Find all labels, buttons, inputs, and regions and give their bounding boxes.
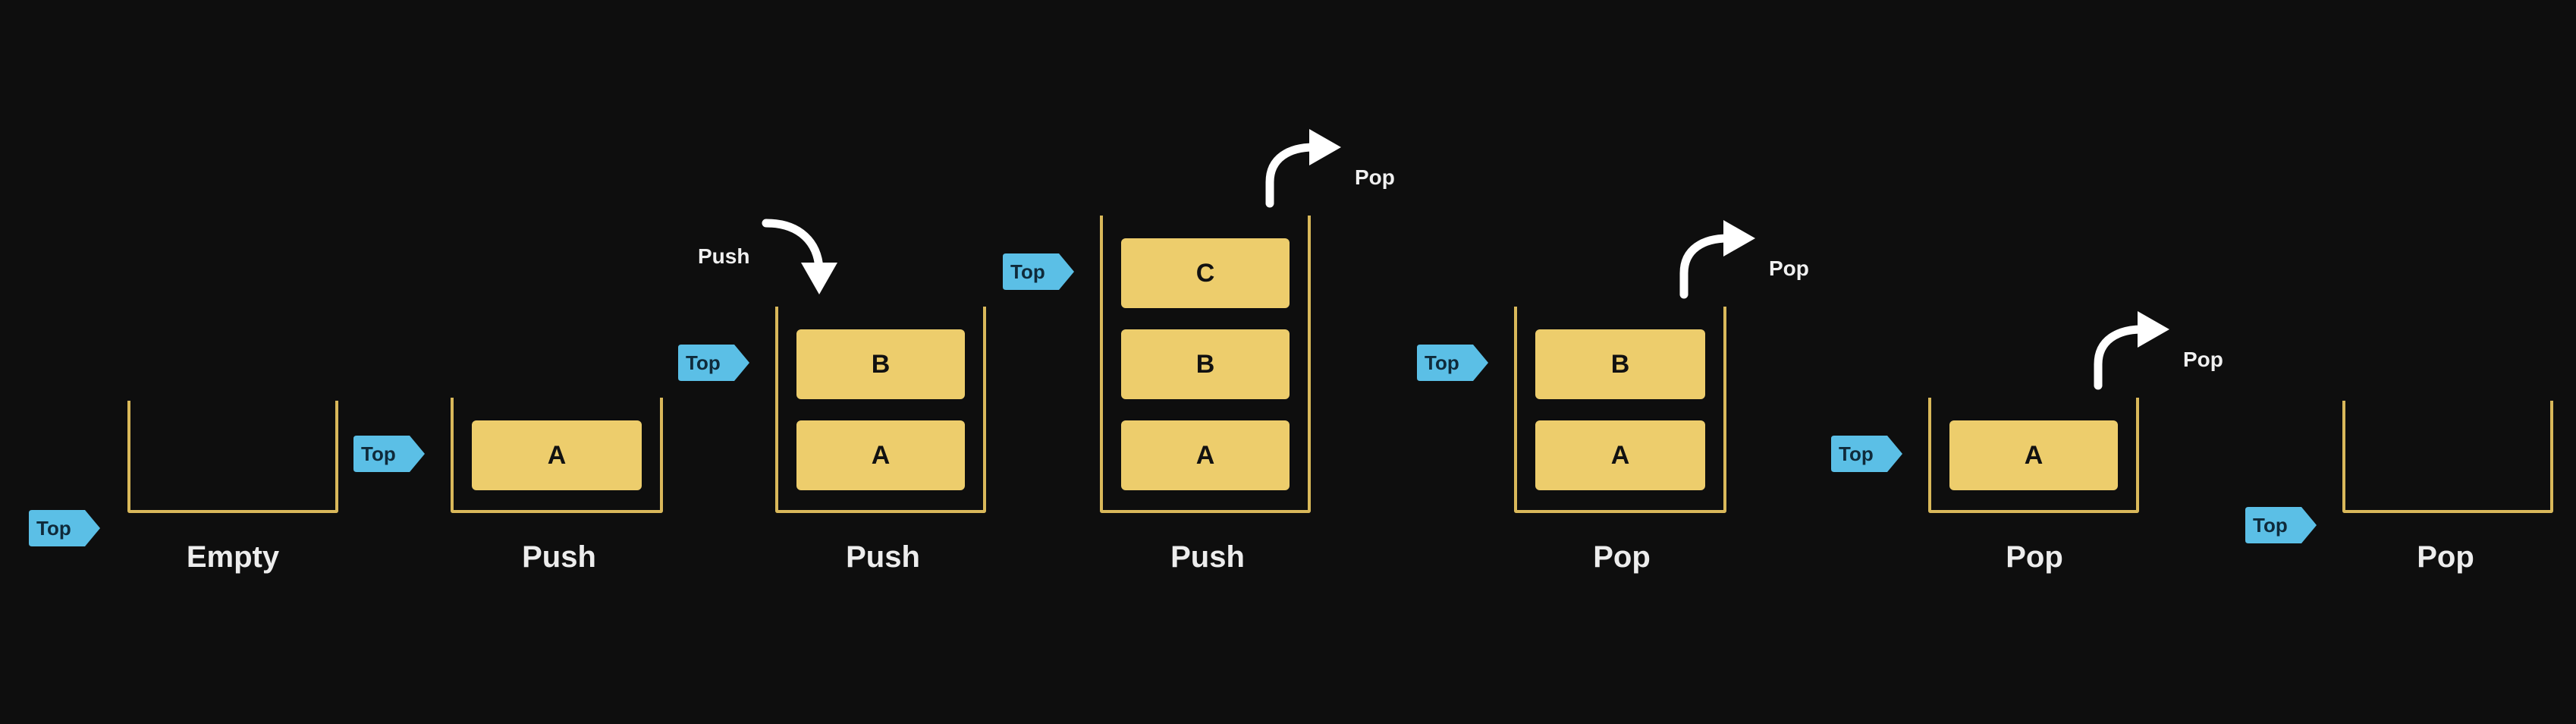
tag-pointer-icon bbox=[353, 436, 425, 472]
top-label: Top bbox=[361, 442, 396, 465]
curved-arrow-up-right-icon bbox=[1679, 220, 1755, 299]
block-b: B bbox=[796, 329, 965, 399]
top-label: Top bbox=[36, 517, 71, 540]
stack-container-5 bbox=[1514, 307, 1726, 513]
curved-arrow-up-right-icon bbox=[1265, 129, 1341, 208]
top-pointer-7: Top bbox=[2245, 507, 2317, 543]
tag-pointer-icon bbox=[29, 510, 100, 546]
block-a: A bbox=[472, 420, 642, 490]
top-label: Top bbox=[686, 351, 721, 374]
tag-pointer-icon bbox=[678, 345, 749, 381]
state-caption-7: Pop bbox=[2417, 540, 2474, 574]
tag-pointer-icon bbox=[1831, 436, 1902, 472]
top-label: Top bbox=[1839, 442, 1874, 465]
top-pointer-5: Top bbox=[1417, 345, 1488, 381]
block-b: B bbox=[1535, 329, 1705, 399]
block-a: A bbox=[796, 420, 965, 490]
top-label: Top bbox=[1010, 260, 1045, 283]
top-label: Top bbox=[2253, 514, 2288, 537]
block-a: A bbox=[1949, 420, 2118, 490]
top-pointer-4: Top bbox=[1003, 253, 1074, 290]
block-c: C bbox=[1121, 238, 1290, 308]
state-caption-4: Push bbox=[1170, 540, 1245, 574]
block-a: A bbox=[1121, 420, 1290, 490]
tag-pointer-icon bbox=[1003, 253, 1074, 290]
block-a: A bbox=[1535, 420, 1705, 490]
block-b: B bbox=[1121, 329, 1290, 399]
state-caption-6: Pop bbox=[2006, 540, 2063, 574]
top-label: Top bbox=[1425, 351, 1459, 374]
stack-container-4 bbox=[1100, 216, 1311, 513]
top-pointer-6: Top bbox=[1831, 436, 1902, 472]
stack-container-7 bbox=[2342, 401, 2553, 513]
push-operation-label: Push bbox=[698, 244, 750, 268]
state-caption-3: Push bbox=[846, 540, 920, 574]
pop-operation-label: Pop bbox=[2183, 348, 2223, 371]
stack-container-3 bbox=[775, 307, 986, 513]
pop-operation-label: Pop bbox=[1769, 257, 1809, 280]
top-pointer-2: Top bbox=[353, 436, 425, 472]
stack-container-2 bbox=[451, 398, 663, 513]
stack-container-6 bbox=[1928, 398, 2139, 513]
tag-pointer-icon bbox=[1417, 345, 1488, 381]
top-pointer-3: Top bbox=[678, 345, 749, 381]
pop-operation-label: Pop bbox=[1355, 165, 1395, 189]
curved-arrow-up-right-icon bbox=[2094, 311, 2169, 390]
top-pointer-1: Top bbox=[29, 510, 100, 546]
state-caption-5: Pop bbox=[1593, 540, 1651, 574]
state-caption-1: Empty bbox=[186, 540, 280, 574]
stack-container-1 bbox=[127, 401, 338, 513]
state-caption-2: Push bbox=[522, 540, 596, 574]
tag-pointer-icon bbox=[2245, 507, 2317, 543]
curved-arrow-down-icon bbox=[762, 219, 837, 294]
